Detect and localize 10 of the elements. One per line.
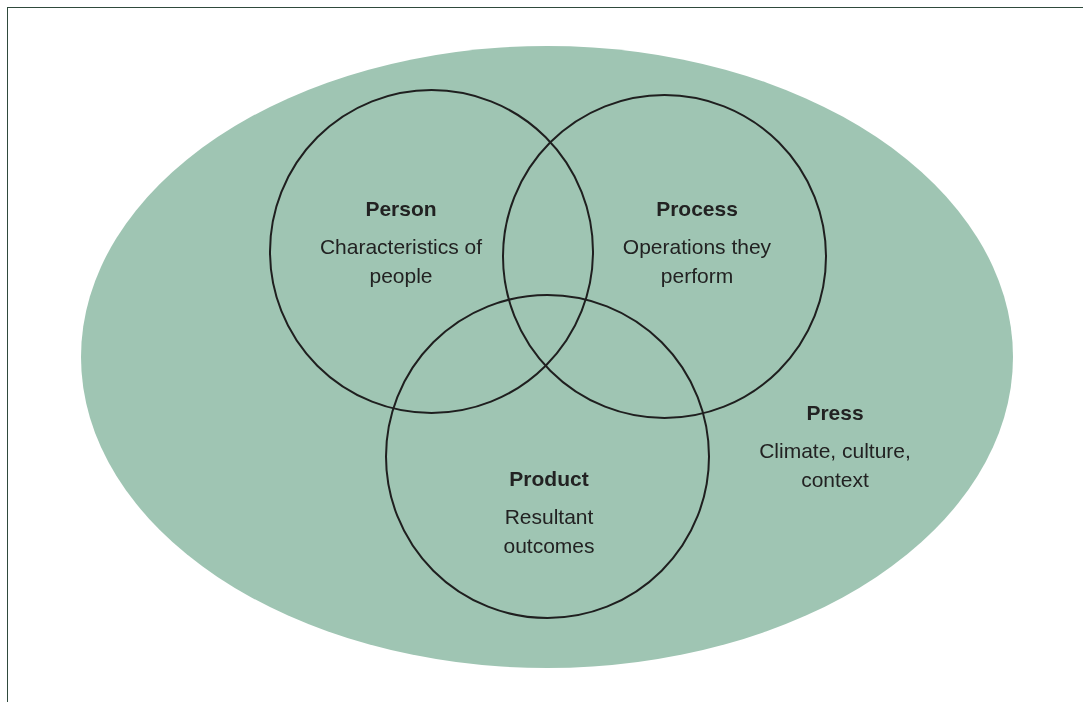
heading: Press (805, 400, 865, 426)
circle (269, 89, 594, 414)
description: Operations they perform (622, 234, 772, 289)
description: Climate, culture, context (758, 438, 912, 493)
heading: Person (364, 196, 438, 222)
description: Characteristics of people (318, 234, 484, 289)
heading: Process (655, 196, 739, 222)
circle (385, 294, 710, 619)
heading: Product (508, 466, 590, 492)
description: Resultant outcomes (502, 504, 596, 559)
